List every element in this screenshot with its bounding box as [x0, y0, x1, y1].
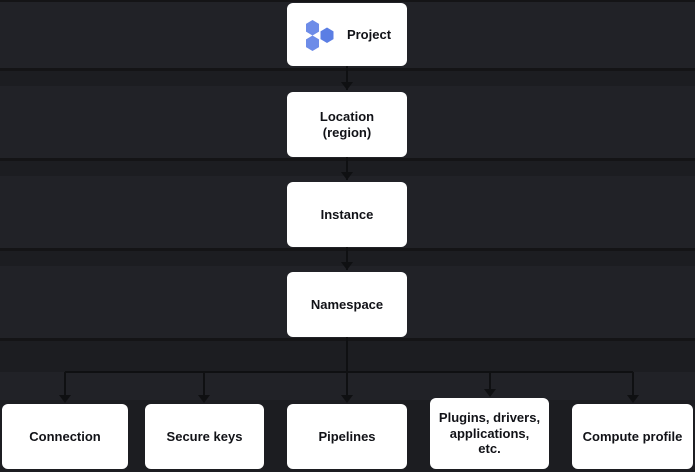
node-pipelines[interactable]: Pipelines	[287, 404, 407, 469]
node-plugins-label: Plugins, drivers, applications, etc.	[438, 410, 541, 458]
node-connection-label: Connection	[29, 428, 101, 444]
background-band	[0, 338, 695, 341]
node-location-label-line2: (region)	[322, 124, 372, 140]
hexagons-icon	[305, 19, 334, 51]
node-project[interactable]: Project	[287, 3, 407, 66]
node-plugins-label-line1: Plugins, drivers,	[438, 409, 541, 425]
node-location-label: Location (region)	[320, 109, 374, 141]
node-location-label-line1: Location	[319, 108, 375, 124]
background-band	[0, 372, 695, 400]
node-location[interactable]: Location (region)	[287, 92, 407, 157]
node-pipelines-label: Pipelines	[318, 428, 376, 444]
node-instance-label: Instance	[320, 206, 374, 222]
node-namespace-label: Namespace	[310, 296, 384, 312]
node-instance[interactable]: Instance	[287, 182, 407, 247]
node-connection[interactable]: Connection	[2, 404, 128, 469]
node-secure-keys[interactable]: Secure keys	[145, 404, 264, 469]
node-secure-keys-label: Secure keys	[166, 428, 243, 444]
node-compute-profile[interactable]: Compute profile	[572, 404, 693, 469]
node-plugins-label-line2: applications, etc.	[449, 425, 530, 457]
node-compute-profile-label: Compute profile	[582, 428, 683, 444]
node-namespace[interactable]: Namespace	[287, 272, 407, 337]
node-plugins[interactable]: Plugins, drivers, applications, etc.	[430, 398, 549, 469]
background-band	[0, 248, 695, 251]
node-project-label: Project	[346, 26, 392, 42]
background-band	[0, 68, 695, 71]
background-band	[0, 0, 695, 2]
background-band	[0, 158, 695, 161]
